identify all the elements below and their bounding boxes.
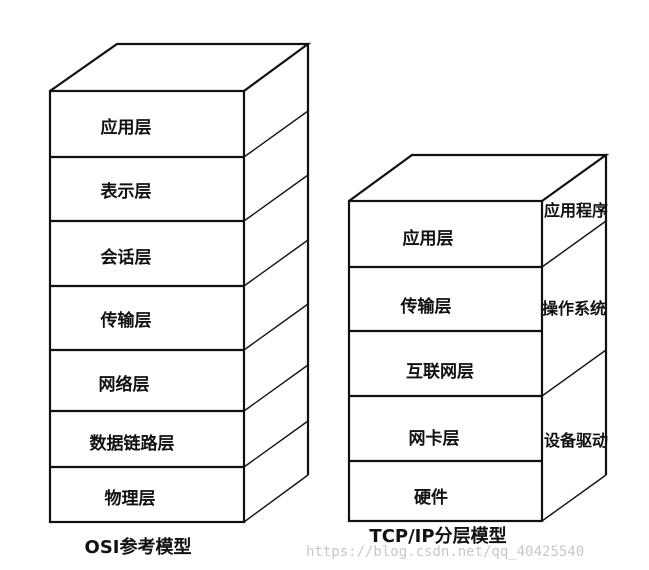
osi-side-bottom <box>243 474 309 523</box>
tcpip-side-1 <box>541 220 607 268</box>
osi-layer-transport: 传输层 <box>100 310 152 331</box>
side-label-drivers: 设备驱动 <box>544 431 608 450</box>
tcpip-layer-hardware: 硬件 <box>414 487 448 508</box>
osi-side-6 <box>243 420 309 468</box>
tcpip-layer-transport: 传输层 <box>400 296 452 317</box>
osi-layer-datalink: 数据链路层 <box>90 433 175 454</box>
tcpip-top-face <box>348 153 610 202</box>
tcpip-layer-application: 应用层 <box>403 228 454 249</box>
osi-layer-session: 会话层 <box>101 247 152 268</box>
osi-layer-application: 应用层 <box>101 117 152 138</box>
tcpip-layer-internet: 互联网层 <box>406 362 474 382</box>
watermark: https://blog.csdn.net/qq_40425540 <box>306 544 584 560</box>
side-label-os: 操作系统 <box>542 299 606 318</box>
side-label-applications: 应用程序 <box>544 201 608 220</box>
osi-side-3 <box>243 239 309 287</box>
osi-side-5 <box>243 364 309 412</box>
osi-layer-network: 网络层 <box>99 374 150 395</box>
tcpip-layer-nic: 网卡层 <box>409 428 460 449</box>
osi-side-4 <box>243 303 309 351</box>
tcpip-stack: 应用层 传输层 互联网层 网卡层 硬件 应用程序 操作系统 设备驱动 TCP/I… <box>347 153 610 547</box>
tcpip-caption: TCP/IP分层模型 <box>369 525 506 547</box>
osi-layer-physical: 物理层 <box>105 488 156 509</box>
osi-top-face <box>49 42 312 92</box>
osi-side-1 <box>243 110 309 158</box>
osi-side-2 <box>243 174 309 222</box>
tcpip-side-2 <box>541 349 607 397</box>
osi-layer-presentation: 表示层 <box>101 181 152 202</box>
tcpip-side-bottom <box>541 474 607 522</box>
osi-stack: 应用层 表示层 会话层 传输层 网络层 数据链路层 物理层 OSI参考模型 <box>48 42 312 558</box>
tcpip-front-face <box>347 199 544 523</box>
osi-caption: OSI参考模型 <box>85 536 192 558</box>
osi-front-face <box>48 89 246 524</box>
